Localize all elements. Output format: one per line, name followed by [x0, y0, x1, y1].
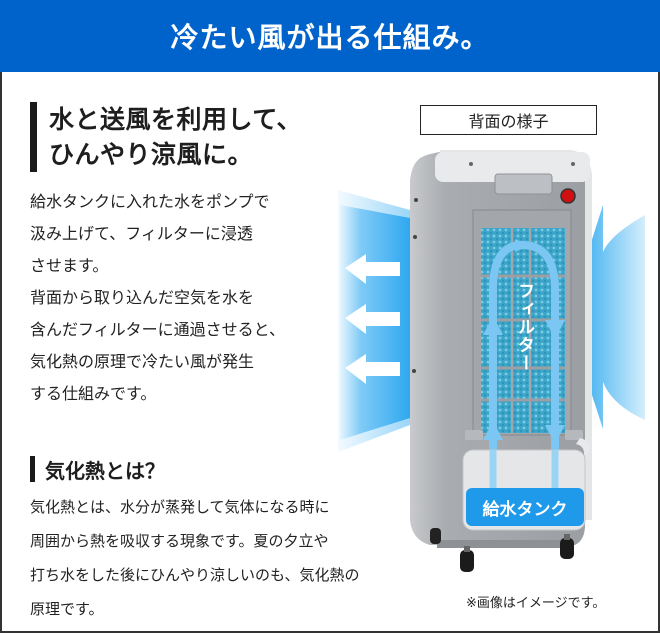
body-line: 含んだフィルターに通過させると、: [30, 320, 286, 339]
body-line: 給水タンクに入れた水をポンプで: [30, 192, 270, 211]
heading-line: ひんやり涼風に。: [49, 140, 254, 169]
body-line: 背面から取り込んだ空気を水を: [30, 288, 255, 307]
banner-title: 冷たい風が出る仕組み。: [170, 21, 490, 54]
body-line: 汲み上げて、フィルターに浸透: [30, 224, 253, 243]
section2-body: 気化熱とは、水分が蒸発して気体になる時に 周囲から熱を吸収する現象です。夏の夕立…: [30, 490, 400, 626]
body-line: させます。: [30, 256, 109, 275]
heading-line: 水と送風を利用して、: [49, 105, 303, 134]
title-banner: 冷たい風が出る仕組み。: [0, 0, 660, 72]
section2-heading-text: 気化熱とは？: [45, 458, 165, 483]
body-line: 周囲から熱を吸収する現象です。夏の夕立や: [30, 532, 329, 550]
body-line: する仕組みです。: [30, 384, 157, 403]
rear-view-label-text: 背面の様子: [468, 112, 549, 131]
section1-heading: 水と送風を利用して、 ひんやり涼風に。: [30, 102, 302, 172]
rear-view-label: 背面の様子: [420, 105, 597, 135]
filter-label: フィルター: [514, 282, 534, 372]
tank-label: 給水タンク: [482, 499, 568, 520]
image-disclaimer: ※画像はイメージです。: [466, 596, 606, 611]
section2-heading: 気化熱とは？: [30, 456, 165, 483]
body-line: 気化熱の原理で冷たい風が発生: [30, 352, 255, 371]
outflow-arrows: [345, 254, 400, 384]
body-line: 打ち水をした後にひんやり涼しいのも、気化熱の: [30, 566, 360, 584]
body-line: 原理です。: [30, 600, 104, 618]
section1-body: 給水タンクに入れた水をポンプで 汲み上げて、フィルターに浸透 させます。 背面か…: [30, 186, 320, 410]
air-cooler-illustration: [338, 150, 645, 572]
body-line: 気化熱とは、水分が蒸発して気体になる時に: [30, 498, 330, 516]
